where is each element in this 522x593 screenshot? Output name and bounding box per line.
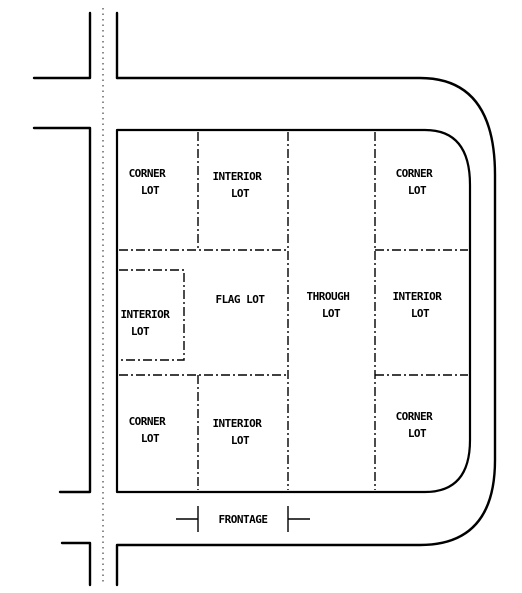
label-interior-lot-right: INTERIOR LOT — [392, 290, 447, 320]
lot-labels: CORNER LOT INTERIOR LOT CORNER LOT INTER… — [120, 167, 447, 447]
label-corner-lot-bottom-right: CORNER LOT — [396, 410, 439, 440]
frontage-dimension: FRONTAGE — [176, 506, 310, 532]
label-through-lot: THROUGH LOT — [307, 290, 356, 320]
vertical-street-west-edge — [32, 11, 92, 80]
label-interior-lot-bottom: INTERIOR LOT — [212, 417, 267, 447]
block-outline — [115, 128, 472, 494]
streets — [32, 8, 497, 587]
label-flag-lot: FLAG LOT — [216, 293, 266, 306]
lot-lines — [119, 132, 468, 490]
interior-left-lot-outline — [119, 269, 185, 361]
label-corner-lot-top-left: CORNER LOT — [129, 167, 172, 197]
frontage-label: FRONTAGE — [219, 513, 268, 526]
vertical-street-west-edge-bottom — [60, 541, 92, 587]
label-corner-lot-top-right: CORNER LOT — [396, 167, 439, 197]
label-corner-lot-bottom-left: CORNER LOT — [129, 415, 172, 445]
loop-street-outer-edge — [115, 76, 497, 587]
vertical-street-west-edge-lower — [32, 126, 92, 494]
label-interior-lot-top: INTERIOR LOT — [212, 170, 267, 200]
label-interior-lot-left: INTERIOR LOT — [120, 308, 175, 338]
